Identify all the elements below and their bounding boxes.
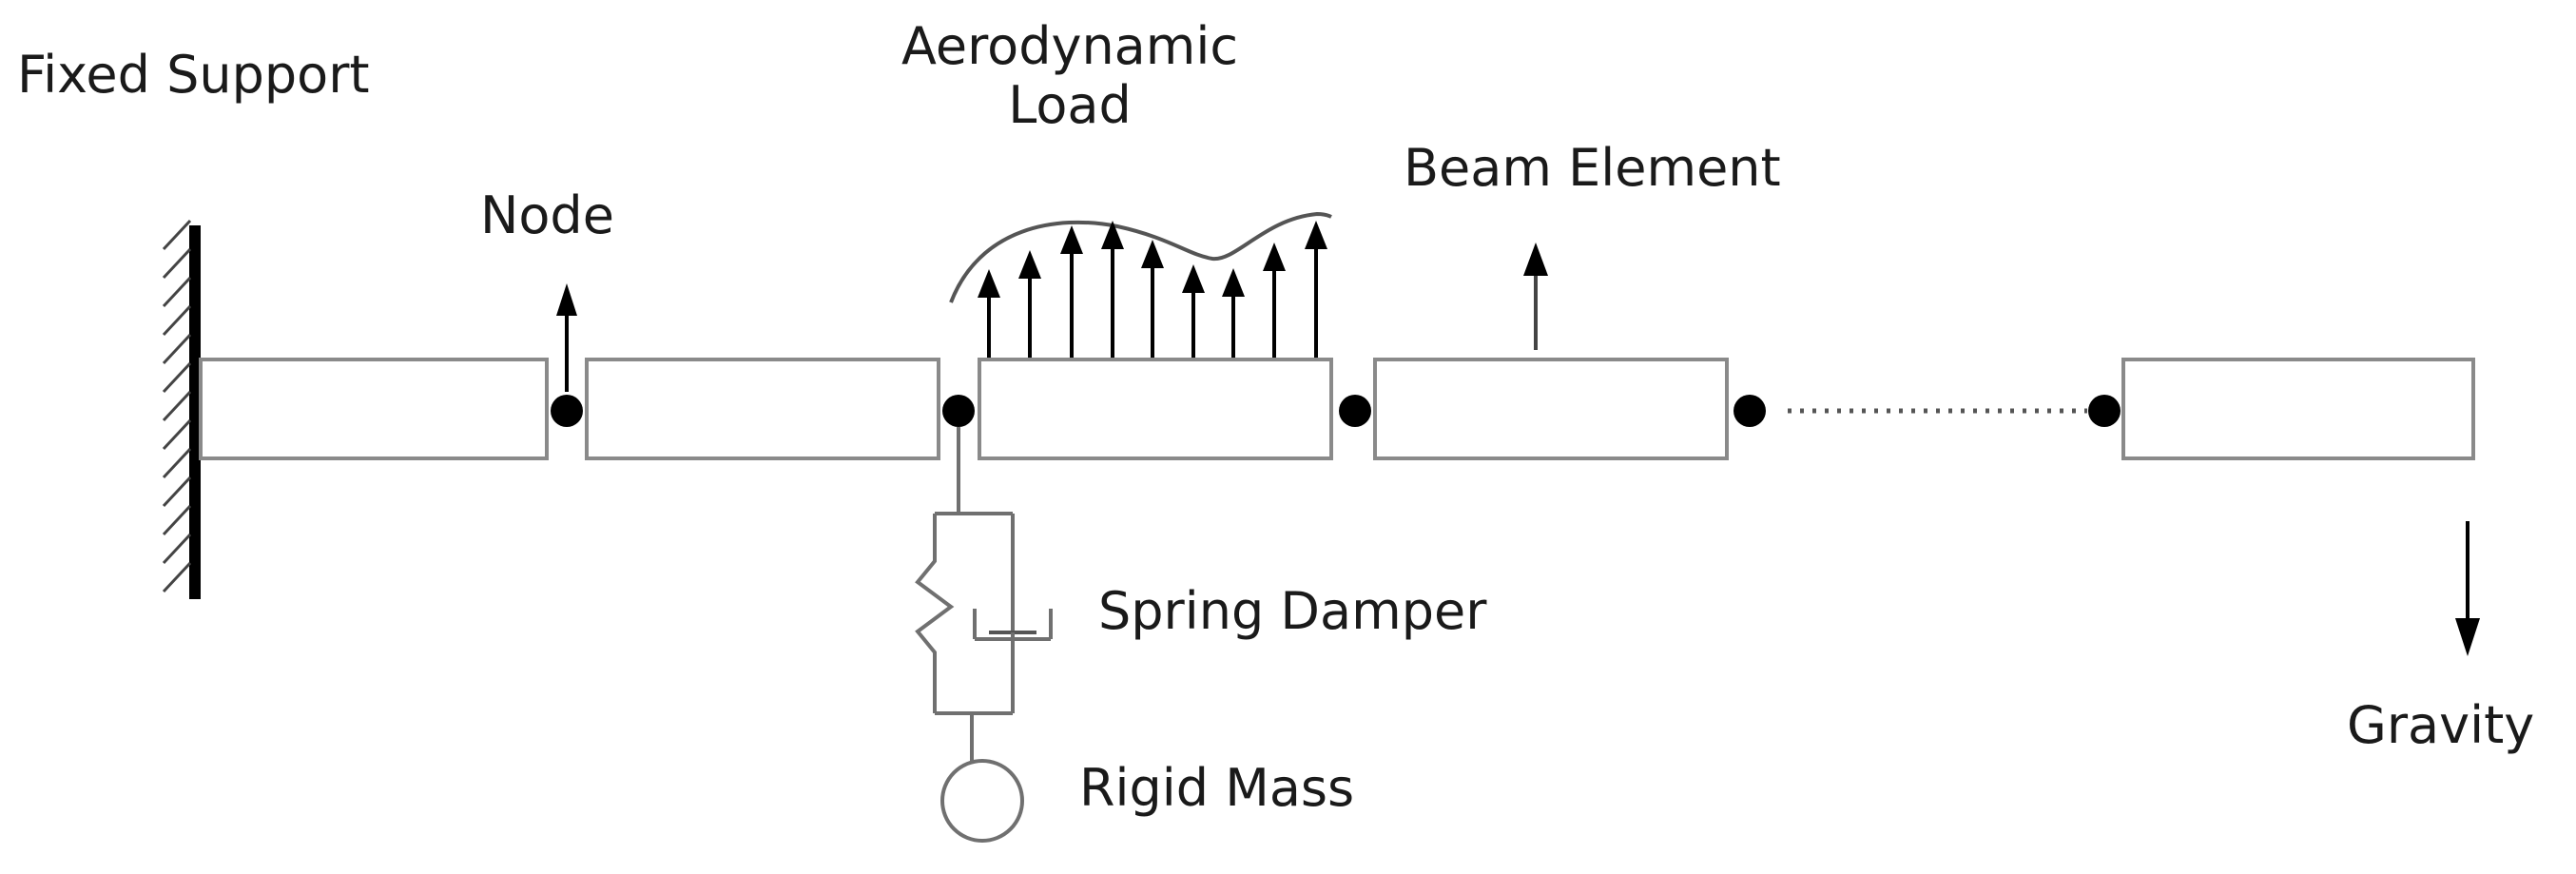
node-arrowhead: [556, 283, 577, 316]
gravity-arrowhead: [2455, 618, 2480, 656]
node-4: [1733, 395, 1766, 427]
fixed-support-label: Fixed Support: [17, 45, 370, 105]
hatch-line: [162, 390, 192, 422]
hatch-line: [162, 276, 192, 308]
aero-arrowhead: [1263, 243, 1286, 271]
hatch-line: [162, 418, 192, 451]
aerodynamic-load-label-line2: Load: [1008, 75, 1132, 136]
aerodynamic-load-label-line1: Aerodynamic: [901, 16, 1239, 76]
aero-arrowhead: [1222, 268, 1245, 297]
node-1: [551, 395, 583, 427]
rigid-mass: [940, 759, 1024, 843]
hatch-line: [162, 247, 192, 280]
aero-arrowhead: [1018, 250, 1041, 279]
beam-element-arrowhead: [1523, 243, 1548, 276]
aero-arrowhead: [1305, 221, 1327, 249]
node-2: [942, 395, 975, 427]
aero-load-arrows: [978, 221, 1327, 358]
hatch-line: [162, 333, 192, 365]
spring-damper-label: Spring Damper: [1098, 581, 1487, 641]
hatch-line: [162, 304, 192, 337]
hatch-line: [162, 561, 192, 593]
aerodynamic-load-label: Aerodynamic Load: [889, 16, 1250, 136]
beam-element-1: [199, 358, 549, 460]
hatch-line: [162, 533, 192, 565]
node-3: [1339, 395, 1371, 427]
beam-element-label: Beam Element: [1404, 138, 1781, 198]
hatch-line: [162, 361, 192, 394]
fixed-support: [162, 219, 201, 599]
hatch-line: [162, 219, 192, 251]
aero-load-curve: [949, 211, 1332, 303]
aero-arrowhead: [1141, 240, 1164, 268]
beam-element-6: [2121, 358, 2475, 460]
hatch-line: [162, 447, 192, 479]
aero-arrowhead: [1101, 221, 1124, 249]
aero-arrowhead: [978, 269, 1000, 298]
gravity-label: Gravity: [2347, 695, 2535, 755]
rigid-mass-label: Rigid Mass: [1079, 758, 1355, 818]
hatch-line: [162, 504, 192, 536]
hatch-line: [162, 476, 192, 508]
node-label: Node: [480, 185, 614, 245]
node-5: [2088, 395, 2121, 427]
aero-arrowhead: [1060, 225, 1083, 254]
beam-element-3: [978, 358, 1333, 460]
aero-arrowhead: [1182, 264, 1205, 293]
beam-element-4: [1373, 358, 1729, 460]
beam-element-2: [585, 358, 940, 460]
spring-damper: [915, 427, 1053, 761]
